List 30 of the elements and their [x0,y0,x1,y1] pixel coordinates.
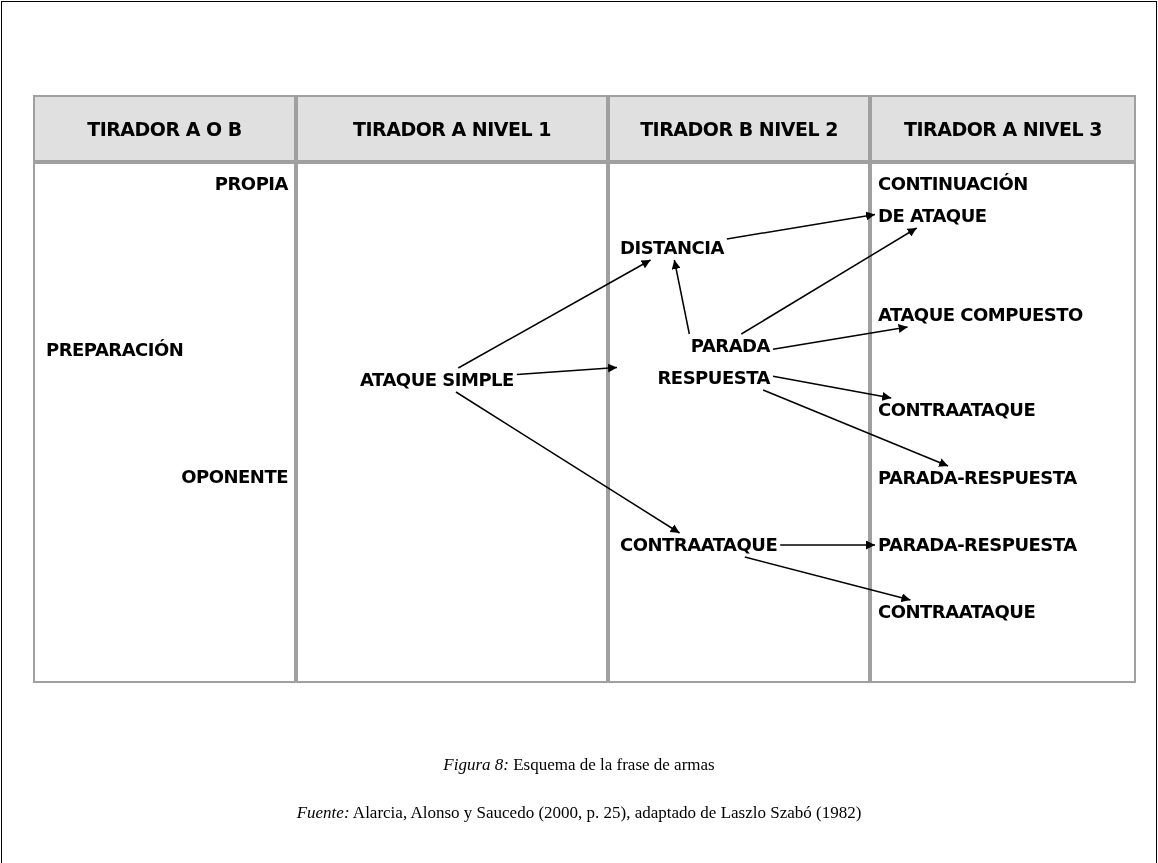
arrow [740,227,918,335]
arrow [772,375,892,401]
node-label: ATAQUE COMPUESTO [878,299,1083,331]
node-label: PREPARACIÓN [46,334,184,366]
node-label: OPONENTE [150,461,288,493]
arrow [516,363,618,376]
node-label: CONTRAATAQUE [878,596,1036,628]
node-label: CONTRAATAQUE [878,394,1036,426]
arrow [772,324,909,350]
arrow [455,391,681,534]
arrow [779,540,876,550]
node-label: CONTINUACIÓN DE ATAQUE [878,168,1048,232]
node-label: PARADA-RESPUESTA [878,462,1077,494]
arrow [671,259,691,335]
source-note: Fuente: Alarcia, Alonso y Saucedo (2000, p. 25), adaptado de Laszlo Szabó (1982) [295,803,863,823]
column-header: TIRADOR A NIVEL 1 [296,95,608,162]
node-label: PARADA-RESPUESTA [878,529,1077,561]
node-label: ATAQUE SIMPLE [360,364,514,396]
node-label: PROPIA [150,168,288,200]
arrow [744,556,912,603]
node-label: DISTANCIA [620,232,724,264]
arrow [457,259,652,369]
column-header: TIRADOR A NIVEL 3 [870,95,1136,162]
figure-caption: Figura 8: Esquema de la frase de armas [442,755,716,775]
node-label: CONTRAATAQUE [620,529,778,561]
arrow [726,211,876,240]
node-label: PARADA RESPUESTA [620,330,770,394]
arrow [762,389,949,467]
column-header: TIRADOR A O B [33,95,296,162]
column-header: TIRADOR B NIVEL 2 [608,95,870,162]
